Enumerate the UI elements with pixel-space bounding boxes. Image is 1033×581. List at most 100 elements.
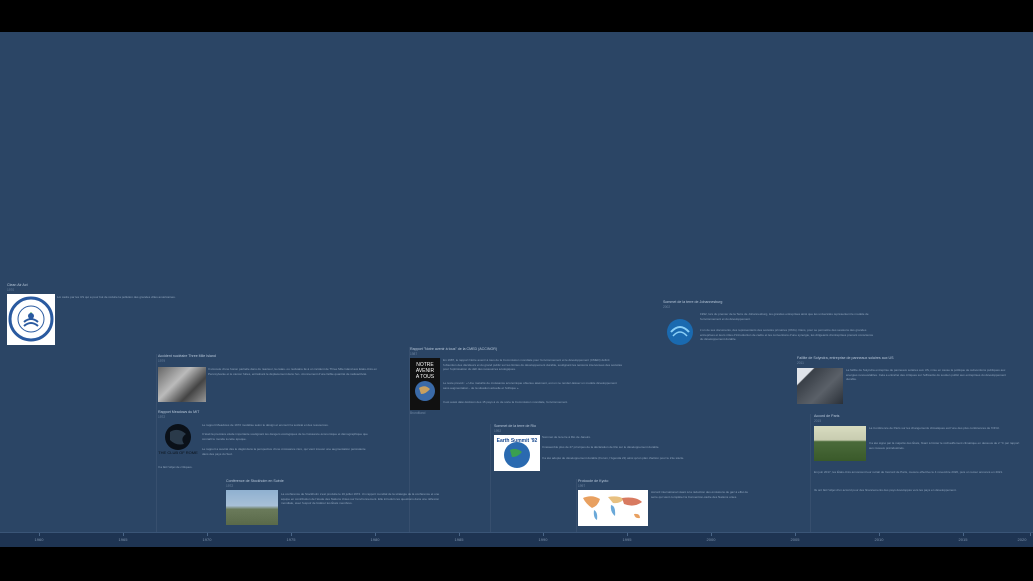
event-title: Accident nucléaire Three Mile Island xyxy=(158,354,216,358)
event-description: Ils ont fait l'objet d'un accord pour de… xyxy=(814,488,957,492)
axis-tickmark xyxy=(963,533,964,536)
axis-tick-label: 2005 xyxy=(790,537,800,542)
summit-swirl-logo-icon xyxy=(665,316,695,348)
axis-tick-label: 1970 xyxy=(202,537,212,542)
event-date: 1997 xyxy=(578,484,586,488)
event-three-mile-island[interactable]: Accident nucléaire Three Mile Island 197… xyxy=(158,354,378,404)
timeline-connector xyxy=(490,424,491,532)
event-clean-air-act[interactable]: Clean Air Act 1970 Loi cadre par les US … xyxy=(7,283,217,353)
event-rio-earth-summit[interactable]: Sommet de la terre de Rio 1992 Earth Sum… xyxy=(494,424,709,474)
timeline-axis[interactable]: 1960 1965 1970 1975 1980 1985 1990 1995 … xyxy=(0,532,1033,547)
svg-text:THE CLUB OF ROME: THE CLUB OF ROME xyxy=(158,450,198,455)
event-title: Accord de Paris xyxy=(814,414,840,418)
event-date: 2002 xyxy=(663,305,671,309)
event-johannesburg-summit[interactable]: Sommet de la terre de Johannesburg 2002 … xyxy=(663,300,878,360)
event-description: La faillite de Solyndra entreprise de pa… xyxy=(846,368,1006,382)
event-date: 1987 xyxy=(410,352,418,356)
event-title: Sommet de la terre de Johannesburg xyxy=(663,300,723,304)
axis-tick-label: 1960 xyxy=(34,537,44,542)
event-description: Sommet de la terre à Rio de Janeiro. xyxy=(542,435,592,439)
event-description: Il rassemble plus de 27 principes de la … xyxy=(542,445,660,449)
event-date: 1992 xyxy=(494,429,502,433)
event-date: 1972 xyxy=(158,415,166,419)
event-description: Il a été signé par la majorité des États… xyxy=(869,441,1020,450)
svg-text:NOTRE: NOTRE xyxy=(416,362,434,368)
event-description: Il s'écoule d'une fusion partielle dans … xyxy=(208,367,378,376)
event-description: La Conférence de Paris sur les changemen… xyxy=(869,426,1000,430)
event-title: Conférence de Stockholm en Suède xyxy=(226,479,284,483)
axis-tick-label: 1990 xyxy=(538,537,548,542)
event-title: Protocole de Kyoto xyxy=(578,479,609,483)
axis-tick-label: 1980 xyxy=(370,537,380,542)
event-solar-subsidies[interactable]: Faillite de Solyndra, entreprise de pann… xyxy=(797,356,1022,411)
event-title: Rapport "Notre avenir à tous" de la CMED… xyxy=(410,347,498,351)
event-brundtland-report[interactable]: Rapport "Notre avenir à tous" de la CMED… xyxy=(410,347,625,447)
timeline-canvas[interactable]: Clean Air Act 1970 Loi cadre par les US … xyxy=(0,32,1033,532)
event-meadows-report[interactable]: Rapport Meadows du MIT 1972 THE CLUB OF … xyxy=(158,410,378,475)
event-date: 2011 xyxy=(797,361,804,365)
event-footer: Il a fait l'objet de critiques. xyxy=(158,465,193,469)
event-description: Le rapport Meadows de 1972 modélise selo… xyxy=(202,423,329,427)
letterbox-bottom xyxy=(0,547,1033,581)
event-description: Loi cadre par les US qui a pour but de r… xyxy=(57,295,176,299)
axis-tickmark xyxy=(795,533,796,536)
book-caption: Brundtland xyxy=(410,411,426,415)
solar-panel-image xyxy=(797,368,843,404)
axis-tick-label: 1985 xyxy=(454,537,464,542)
epa-seal-icon xyxy=(7,294,55,345)
event-title: Sommet de la terre de Rio xyxy=(494,424,536,428)
event-title: Rapport Meadows du MIT xyxy=(158,410,200,414)
event-description: 1992, lors du premier de la Terre de Joh… xyxy=(700,312,869,321)
axis-tickmark xyxy=(627,533,628,536)
timeline-connector xyxy=(576,479,577,532)
axis-tick-label: 2020 xyxy=(1017,537,1027,542)
timeline-connector xyxy=(409,347,410,532)
event-description: Le rapport a suscité dès le dégât dans l… xyxy=(202,447,366,456)
axis-tick-label: 2010 xyxy=(874,537,884,542)
event-description: Il a été adopté de développement durable… xyxy=(542,456,685,460)
event-stockholm-conference[interactable]: Conférence de Stockholm en Suède 1972 La… xyxy=(226,479,446,529)
axis-tickmark xyxy=(459,533,460,536)
axis-tickmark xyxy=(711,533,712,536)
event-date: 2015 xyxy=(814,419,822,423)
event-paris-agreement[interactable]: Accord de Paris 2015 La Conférence de Pa… xyxy=(814,414,1029,529)
axis-tick-label: 2015 xyxy=(958,537,968,542)
event-date: 1979 xyxy=(158,359,166,363)
svg-text:A TOUS: A TOUS xyxy=(416,374,435,380)
event-title: Clean Air Act xyxy=(7,283,28,287)
event-date: 1970 xyxy=(7,288,15,292)
axis-tickmark xyxy=(375,533,376,536)
axis-tick-label: 1975 xyxy=(286,537,296,542)
axis-tickmark xyxy=(1030,533,1031,536)
event-description: L'un de ses documents, des représentants… xyxy=(700,328,874,342)
book-cover-image: NOTRE AVENIR A TOUS xyxy=(410,358,440,410)
club-of-rome-logo-icon: THE CLUB OF ROME xyxy=(158,422,198,456)
axis-tick-label: 1995 xyxy=(622,537,632,542)
event-kyoto-protocol[interactable]: Protocole de Kyoto 1997 Accord internati… xyxy=(578,479,758,529)
timeline-connector xyxy=(156,354,157,532)
event-title: Faillite de Solyndra, entreprise de pann… xyxy=(797,356,894,360)
event-date: 1972 xyxy=(226,484,234,488)
event-description: En 1987, le rapport Notre avenir à tous … xyxy=(443,358,623,372)
event-description: Le texte prévoit : « Une maturité de cro… xyxy=(443,381,617,390)
letterbox-top xyxy=(0,0,1033,32)
axis-tick-label: 2000 xyxy=(706,537,716,542)
event-description: En juin 2017, les États-Unis annoncent l… xyxy=(814,470,1003,474)
timeline-connector xyxy=(810,414,811,532)
event-description: Accord international visant à la réducti… xyxy=(651,490,749,499)
axis-tickmark xyxy=(543,533,544,536)
event-description: La conférence de Stockholm s'est produit… xyxy=(281,492,440,506)
axis-tickmark xyxy=(291,533,292,536)
axis-tick-label: 1965 xyxy=(118,537,128,542)
axis-tickmark xyxy=(123,533,124,536)
svg-text:Earth Summit '92: Earth Summit '92 xyxy=(497,438,538,444)
stockholm-city-image xyxy=(226,490,278,525)
axis-tickmark xyxy=(39,533,40,536)
control-room-image xyxy=(158,367,206,402)
world-map-image xyxy=(578,490,648,526)
event-description: C'était la première étude importante sou… xyxy=(202,432,368,441)
conference-photo-image xyxy=(814,426,866,461)
earth-summit-logo-icon: Earth Summit '92 xyxy=(494,435,540,471)
axis-tickmark xyxy=(879,533,880,536)
svg-text:AVENIR: AVENIR xyxy=(416,368,435,374)
